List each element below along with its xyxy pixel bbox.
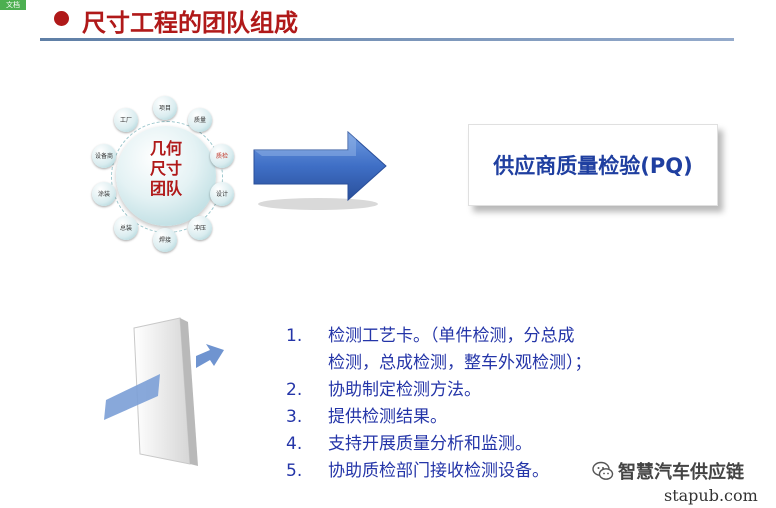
list-text: 提供检测结果。 [328,407,447,427]
list-text: 协助制定检测方法。 [328,380,481,400]
team-center-line: 团队 [149,179,182,198]
team-node: 项目 [153,96,177,120]
list-text: 支持开展质量分析和监测。 [328,434,532,454]
list-text: 检测，总成检测，整车外观检测）； [328,353,592,373]
team-node: 工厂 [114,108,138,132]
list-item: 3. 提供检测结果。 [286,404,706,431]
watermark-site: stapub.com [664,486,758,505]
title-underline [40,38,734,41]
pq-box-label: 供应商质量检验(PQ) [493,154,693,178]
team-node: 冲压 [188,216,212,240]
list-number: 4. [286,434,303,454]
team-center-line: 尺寸 [149,159,182,178]
corner-tag: 文档 [0,0,26,10]
list-item: 2. 协助制定检测方法。 [286,377,706,404]
list-item: 4. 支持开展质量分析和监测。 [286,431,706,458]
list-number: 3. [286,407,303,427]
team-center-line: 几何 [149,139,182,158]
team-diagram: 几何 尺寸 团队 项目 质量 质检 设计 冲压 焊接 总装 涂装 设备商 工厂 [86,96,246,256]
list-number: 5. [286,461,303,481]
wall-arrow-icon [104,317,224,466]
wechat-icon [592,461,614,480]
team-node: 涂装 [92,182,116,206]
team-node: 设计 [210,182,234,206]
list-number: 2. [286,380,303,400]
list-text: 检测工艺卡。（单件检测，分总成 [328,326,575,346]
team-node: 质量 [188,108,212,132]
right-arrow-icon [253,130,387,210]
watermark: 智慧汽车供应链 [592,458,744,484]
list-item: 1. 检测工艺卡。（单件检测，分总成 检测，总成检测，整车外观检测）； [286,323,706,377]
list-number: 1. [286,326,303,346]
team-node: 设备商 [92,144,116,168]
team-node: 总装 [114,216,138,240]
team-node: 焊接 [153,228,177,252]
page-title: 尺寸工程的团队组成 [82,9,298,37]
duty-list: 1. 检测工艺卡。（单件检测，分总成 检测，总成检测，整车外观检测）； 2. 协… [286,323,706,485]
team-center: 几何 尺寸 团队 [116,126,216,226]
watermark-text: 智慧汽车供应链 [618,462,744,483]
pq-box: 供应商质量检验(PQ) [468,124,718,206]
title-bullet [54,11,69,26]
list-item: 5. 协助质检部门接收检测设备。 [286,458,706,485]
list-text: 协助质检部门接收检测设备。 [328,461,549,481]
team-node-highlight: 质检 [210,144,234,168]
